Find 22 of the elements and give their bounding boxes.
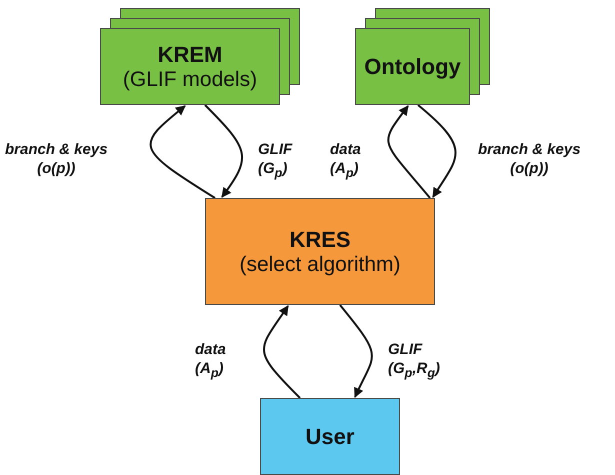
box-title: Ontology: [364, 54, 461, 80]
curved-arrow: [387, 105, 431, 199]
edge-label: data (A$_{p}$): [330, 140, 361, 182]
model-box: [100, 28, 280, 105]
box-title: User: [306, 424, 354, 450]
edge-label: GLIF (G$_{p}$,R$_{g}$): [388, 340, 440, 382]
curved-arrow: [339, 304, 373, 398]
box-title: KRES: [289, 226, 351, 252]
curved-arrow: [204, 104, 244, 198]
curved-arrow: [150, 105, 216, 199]
ontology-box: [355, 28, 470, 105]
curved-arrow: [417, 104, 456, 198]
process-box: [205, 198, 435, 305]
edge-label: GLIF (G$_{p}$): [258, 140, 292, 182]
curved-arrow: [263, 305, 301, 399]
edge-label: branch & keys (o(p)): [5, 140, 108, 178]
user-box: [260, 398, 400, 475]
box-title: KREM: [158, 42, 222, 68]
edge-label: data (A$_{p}$): [195, 340, 226, 382]
box-subtitle: (select algorithm): [239, 252, 401, 276]
box-subtitle: (GLIF models): [122, 68, 258, 92]
edge-label: branch & keys (o(p)): [478, 140, 581, 178]
